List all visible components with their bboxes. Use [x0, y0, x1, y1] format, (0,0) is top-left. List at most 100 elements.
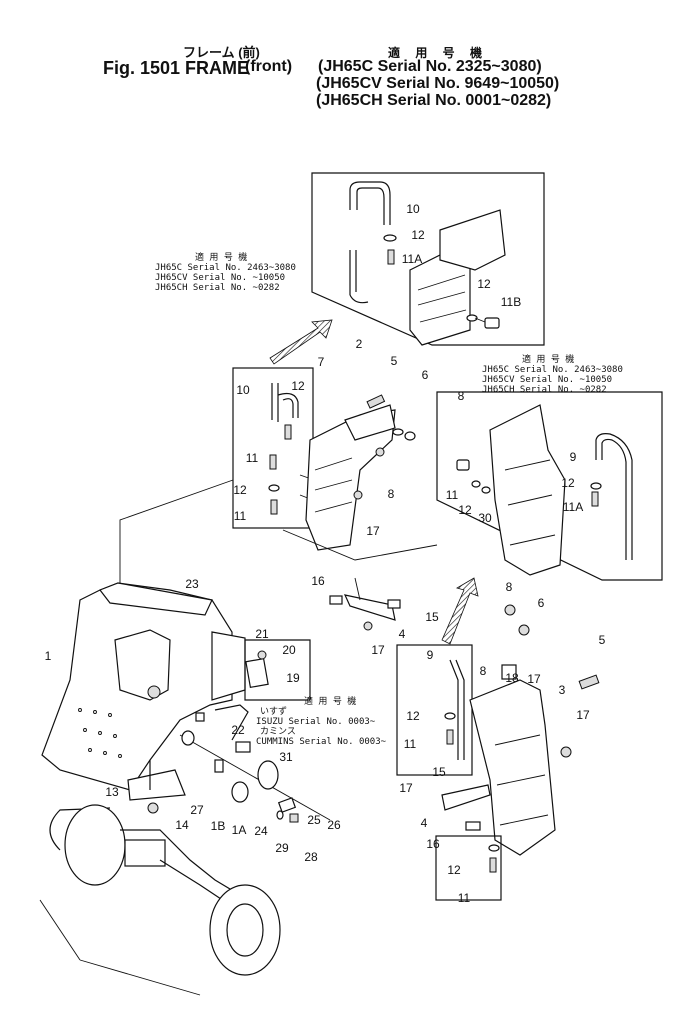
callout-28: 28: [304, 850, 318, 864]
callout-12-low2: 12: [447, 863, 461, 877]
callout-8-low2: 8: [480, 664, 487, 678]
callout-11a-right: 11A: [563, 500, 583, 514]
callout-1a: 1A: [232, 823, 247, 837]
track-roller: [39, 804, 281, 996]
callout-27: 27: [190, 803, 204, 817]
shaft-parts: [179, 730, 331, 823]
callout-11-left: 11: [246, 451, 259, 465]
inset-small-box: [435, 835, 502, 901]
callout-15-mid: 15: [425, 610, 439, 624]
bolt-11b: [484, 317, 500, 329]
callout-9-right: 9: [570, 450, 577, 464]
step-assembly-lower: [441, 604, 600, 856]
callout-16-low: 16: [426, 837, 440, 851]
callout-20: 20: [282, 643, 296, 657]
callout-12-left2: 12: [233, 483, 247, 497]
inset-right-box: [436, 391, 663, 581]
callout-11a-top: 11A: [402, 252, 422, 266]
note-top-left-line: JH65CV Serial No. ~10050: [155, 273, 286, 283]
callout-21: 21: [255, 627, 269, 641]
callout-13: 13: [105, 785, 119, 799]
note-top-left-header: 適 用 号 機: [195, 253, 248, 263]
callout-11-right: 11: [446, 488, 459, 502]
callout-9-low: 9: [427, 648, 434, 662]
callout-12-top: 12: [411, 228, 425, 242]
inset-top-box: [311, 172, 545, 346]
callout-17-low: 17: [527, 672, 541, 686]
note-right-line: JH65C Serial No. 2463~3080: [482, 365, 623, 375]
bolt-11-low2: [489, 857, 497, 873]
note-engine-line: CUMMINS Serial No. 0003~: [256, 737, 387, 747]
callout-4-mid: 4: [399, 627, 406, 641]
callout-17-low3: 17: [399, 781, 413, 795]
title-jp: フレーム (前): [183, 45, 260, 60]
callout-15-low: 15: [432, 765, 446, 779]
serial-line-1: (JH65C Serial No. 2325~3080): [318, 58, 542, 75]
callout-26: 26: [327, 818, 341, 832]
callout-6-top: 6: [422, 368, 429, 382]
note-right-line: JH65CV Serial No. ~10050: [482, 375, 613, 385]
note-right: 適 用 号 機 JH65C Serial No. 2463~3080 JH65C…: [482, 355, 623, 395]
callout-17-mid2: 17: [371, 643, 385, 657]
callout-8-top: 8: [458, 389, 465, 403]
front-label: (front): [245, 58, 293, 75]
callout-11-low: 11: [404, 737, 417, 751]
note-top-left: 適 用 号 機 JH65C Serial No. 2463~3080 JH65C…: [155, 253, 296, 293]
callout-8-low: 8: [506, 580, 513, 594]
callout-16-mid: 16: [311, 574, 325, 588]
callout-5-low: 5: [599, 633, 606, 647]
bracket-parts: [195, 639, 311, 753]
callout-3: 3: [559, 683, 566, 697]
step-assembly-upper: [305, 394, 416, 551]
callout-18: 18: [505, 671, 519, 685]
figure-title: Fig. 1501 FRAME: [103, 58, 250, 78]
callout-5-top: 5: [391, 354, 398, 368]
note-right-line: JH65CH Serial No. ~0282: [482, 385, 607, 395]
washer-12-top2: [466, 314, 478, 322]
callout-24: 24: [254, 824, 268, 838]
connector-mid: [329, 577, 401, 631]
arrow-upper: [269, 319, 333, 365]
callout-25: 25: [307, 813, 321, 827]
note-engine: 適 用 号 機 いすず ISUZU Serial No. 0003~ カミンス …: [256, 697, 386, 747]
callout-11-low2: 11: [458, 891, 471, 905]
callout-17-low2: 17: [576, 708, 590, 722]
callout-23: 23: [185, 577, 199, 591]
callout-7: 7: [318, 355, 325, 369]
serial-line-2: (JH65CV Serial No. 9649~10050): [316, 75, 560, 92]
callout-1b: 1B: [211, 819, 226, 833]
callout-2: 2: [356, 337, 363, 351]
callout-30: 30: [478, 511, 492, 525]
callout-12-right2: 12: [458, 503, 472, 517]
callout-31: 31: [279, 750, 293, 764]
callout-11-left2: 11: [234, 509, 247, 523]
note-engine-line: カミンス: [260, 727, 296, 737]
note-top-left-line: JH65CH Serial No. ~0282: [155, 283, 280, 293]
arrow-lower: [441, 577, 479, 645]
callout-8-mid: 8: [388, 487, 395, 501]
note-top-left-line: JH65C Serial No. 2463~3080: [155, 263, 296, 273]
callout-12-low: 12: [406, 709, 420, 723]
serial-line-3: (JH65CH Serial No. 0001~0282): [316, 92, 552, 109]
bolt-11a-top: [387, 249, 395, 265]
note-engine-line: ISUZU Serial No. 0003~: [256, 717, 376, 727]
callout-22: 22: [231, 723, 245, 737]
note-right-header: 適 用 号 機: [522, 355, 575, 365]
callout-12-right: 12: [561, 476, 575, 490]
main-frame: [41, 582, 246, 814]
callout-12-top2: 12: [477, 277, 491, 291]
callout-12-left: 12: [291, 379, 305, 393]
callout-1: 1: [45, 649, 52, 663]
washer-12-low2: [488, 844, 500, 852]
callout-4-low: 4: [421, 816, 428, 830]
applicable-label: 適 用 号 機: [388, 46, 489, 60]
callout-29: 29: [275, 841, 289, 855]
callout-10-left: 10: [236, 383, 250, 397]
callout-11b: 11B: [501, 295, 521, 309]
washer-12-top: [383, 234, 397, 242]
note-engine-header: 適 用 号 機: [304, 697, 357, 707]
callout-14: 14: [175, 818, 189, 832]
